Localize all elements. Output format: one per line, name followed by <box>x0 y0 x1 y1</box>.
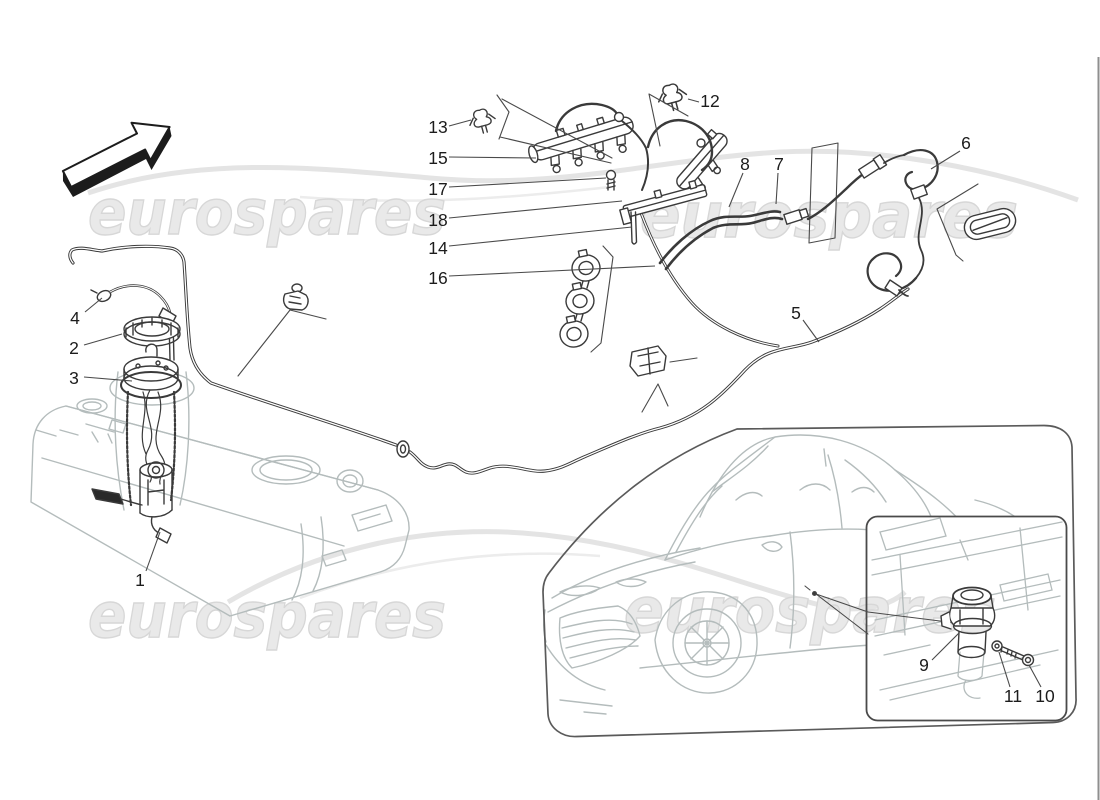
callout-leader-1 <box>145 531 161 572</box>
callout-leader-5 <box>802 319 820 343</box>
callout-10: 10 <box>1035 686 1055 706</box>
detail-inset-box <box>865 515 1068 722</box>
callout-3: 3 <box>69 368 79 388</box>
clamp-near-tank <box>282 283 309 311</box>
pump-body-1 <box>91 389 177 544</box>
callout-leader-7 <box>775 172 779 205</box>
callout-18: 18 <box>428 210 447 230</box>
callout-leader-15 <box>448 156 537 159</box>
callout-14: 14 <box>428 238 448 258</box>
callout-leader-4 <box>84 297 103 313</box>
callout-leader-3 <box>83 376 133 382</box>
washer-11 <box>991 640 1003 652</box>
callout-leader-17 <box>448 177 607 188</box>
diagram-line-art <box>61 83 1035 667</box>
vent-valve-9 <box>940 586 996 659</box>
callout-2: 2 <box>69 338 79 358</box>
pump-flange-3 <box>120 343 182 399</box>
car-frame <box>542 424 1077 738</box>
watermark-text: eurospares <box>624 574 996 647</box>
callout-11: 11 <box>1004 686 1022 706</box>
callout-17: 17 <box>428 179 447 199</box>
callout-leader-16 <box>448 265 656 277</box>
fuel-hoses-7-8 <box>658 154 905 271</box>
callout-9: 9 <box>919 655 929 675</box>
fuel-pump-assembly <box>90 284 182 544</box>
callout-6: 6 <box>961 133 971 153</box>
callout-12: 12 <box>700 91 719 111</box>
callout-leader-12 <box>687 98 700 103</box>
callout-leader-10 <box>1028 664 1042 688</box>
callout-leader-9 <box>931 632 960 661</box>
return-fuel-hose <box>639 211 780 348</box>
fuel-tank-art <box>30 370 410 617</box>
clip-12 <box>657 83 688 112</box>
underbody-art <box>871 517 1063 701</box>
callout-leader-8 <box>728 172 744 208</box>
callout-8: 8 <box>740 154 750 174</box>
fuel-line-loops <box>866 149 939 297</box>
mounting-bracket <box>619 179 708 245</box>
watermark-text: eurospares <box>88 176 446 249</box>
callout-13: 13 <box>428 117 447 137</box>
callout-leader-14 <box>448 226 633 247</box>
callout-16: 16 <box>428 268 447 288</box>
callout-4: 4 <box>70 308 80 328</box>
leader-brackets <box>237 93 979 413</box>
lock-ring-2 <box>123 316 181 347</box>
callout-leader-13 <box>448 119 472 127</box>
callout-leader-11 <box>998 651 1011 688</box>
direction-arrow-icon <box>61 121 172 197</box>
fuel-rail-right <box>676 128 728 192</box>
rail-supply-hose <box>554 102 714 191</box>
pin-14 <box>630 211 638 245</box>
clip-13 <box>469 108 496 134</box>
callout-5: 5 <box>791 303 801 323</box>
bolt-10 <box>1000 646 1035 667</box>
screw-17 <box>605 169 617 191</box>
watermark-text: eurospares <box>88 579 446 652</box>
callout-7: 7 <box>774 154 784 174</box>
callout-1: 1 <box>135 570 145 590</box>
main-fuel-line <box>68 244 910 475</box>
callout-leader-18 <box>448 200 623 219</box>
callout-leader-6 <box>930 150 961 170</box>
clamp-middle <box>629 345 667 377</box>
callout-15: 15 <box>428 148 447 168</box>
grommet-chain <box>559 248 601 348</box>
callout-leader-2 <box>83 333 123 346</box>
